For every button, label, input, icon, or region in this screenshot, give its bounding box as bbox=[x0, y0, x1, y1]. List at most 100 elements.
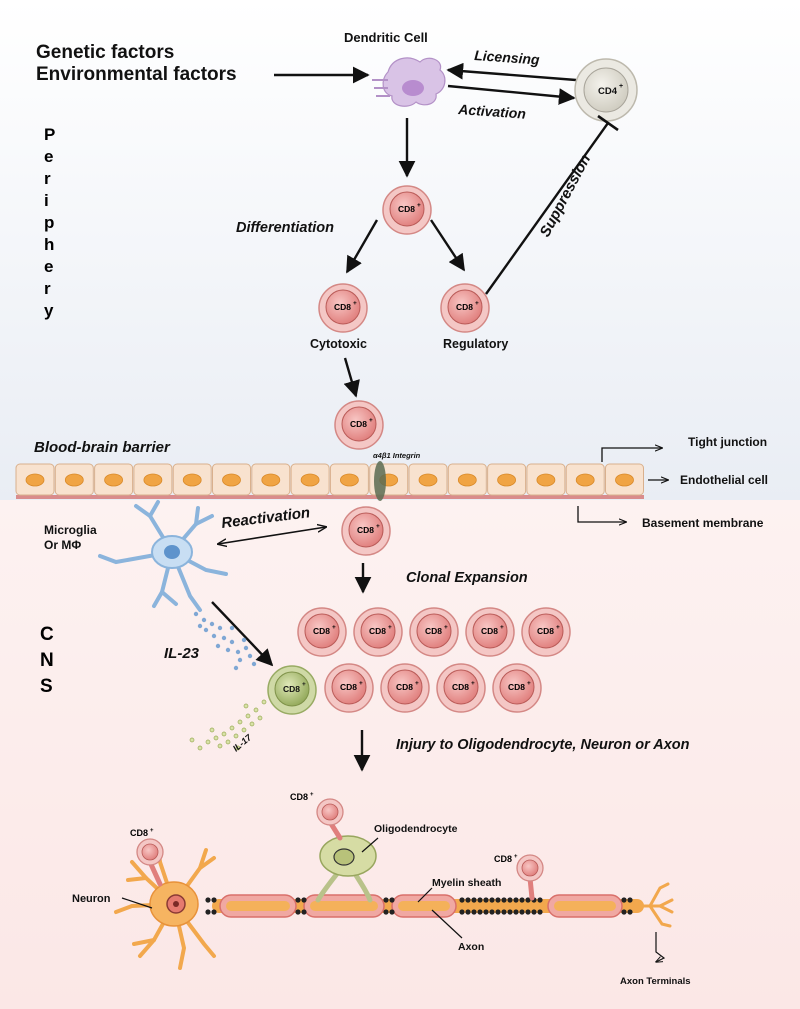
node-bead bbox=[295, 897, 301, 903]
genetic-factors-label: Genetic factors bbox=[36, 42, 174, 63]
endothelial-cell bbox=[487, 463, 527, 496]
cd4-label: CD4 bbox=[598, 86, 618, 97]
bbb-title: Blood-brain barrier bbox=[34, 439, 171, 456]
integrin-marker bbox=[374, 461, 386, 501]
cd8-sup: + bbox=[369, 417, 373, 424]
il23-dot bbox=[209, 621, 215, 627]
periphery-letter: y bbox=[44, 301, 54, 320]
il17-cd8-label: CD8 bbox=[283, 684, 300, 694]
activation-arrow bbox=[447, 84, 576, 105]
periphery-letter: p bbox=[44, 213, 54, 232]
node-bead bbox=[211, 909, 217, 915]
microglia-label-2: Or MΦ bbox=[44, 538, 81, 552]
il17-dot bbox=[253, 707, 259, 713]
node-bead bbox=[489, 909, 495, 915]
cd8-cell: CD8+ bbox=[318, 283, 368, 333]
il17-dot bbox=[213, 735, 219, 741]
oligodendrocyte-label: Oligodendrocyte bbox=[374, 823, 458, 835]
endothelial-cell bbox=[290, 463, 330, 496]
il17-dot bbox=[209, 727, 215, 733]
endothelial-cell bbox=[15, 463, 55, 496]
injury-label: Injury to Oligodendrocyte, Neuron or Axo… bbox=[396, 737, 690, 753]
myelin-sheaths bbox=[219, 894, 623, 918]
il17-dot bbox=[225, 739, 231, 745]
basement-membrane bbox=[16, 495, 644, 499]
node-bead bbox=[383, 909, 389, 915]
node-bead bbox=[507, 897, 513, 903]
node-bead bbox=[495, 897, 501, 903]
il17-dot bbox=[237, 719, 243, 725]
microglia-cell bbox=[98, 500, 228, 612]
axon-terminals-label: Axon Terminals bbox=[620, 976, 691, 987]
node-bead bbox=[489, 897, 495, 903]
cd8-sup: + bbox=[475, 300, 479, 307]
node-bead bbox=[295, 909, 301, 915]
node-bead bbox=[383, 897, 389, 903]
node-bead bbox=[537, 909, 543, 915]
node-bead bbox=[537, 897, 543, 903]
myelin-core bbox=[554, 901, 616, 911]
node-bead bbox=[389, 897, 395, 903]
attacking-cd8-sup: + bbox=[310, 792, 314, 798]
axon-label: Axon bbox=[458, 941, 484, 953]
attacking-cd8-cells: CD8+CD8+CD8+ bbox=[130, 792, 544, 901]
il17-dot bbox=[189, 737, 195, 743]
cd8-label: CD8 bbox=[350, 419, 367, 429]
il17-dot bbox=[245, 713, 251, 719]
cd8-label: CD8 bbox=[334, 302, 351, 312]
terminals-pointer bbox=[656, 932, 666, 962]
cd8-sup: + bbox=[556, 624, 560, 631]
cd8-label: CD8 bbox=[452, 682, 469, 692]
integrin-label: α4β1 Integrin bbox=[373, 451, 421, 460]
il17-dot bbox=[257, 715, 263, 721]
cd8-sup: + bbox=[388, 624, 392, 631]
node-bead bbox=[525, 909, 531, 915]
endothelial-cell bbox=[212, 463, 251, 496]
node-bead bbox=[513, 897, 519, 903]
il23-dot bbox=[217, 625, 223, 631]
myelin-pointer bbox=[417, 887, 433, 903]
node-bead bbox=[519, 897, 525, 903]
il23-dot bbox=[211, 633, 217, 639]
il17-cd8-sup: + bbox=[302, 681, 306, 688]
node-bead bbox=[501, 897, 507, 903]
periphery-letter: e bbox=[44, 257, 53, 276]
node-bead bbox=[301, 897, 307, 903]
il23-dot bbox=[251, 661, 257, 667]
endothelial-cell bbox=[133, 463, 173, 496]
cns-label: CNS bbox=[40, 624, 54, 697]
cd8-cell: CD8+ bbox=[334, 400, 384, 450]
periphery-letter: P bbox=[44, 125, 55, 144]
attacking-cd8-sup: + bbox=[514, 854, 518, 860]
cd8-cell: CD8+ bbox=[436, 663, 486, 713]
cd8-sup: + bbox=[500, 624, 504, 631]
cd8-sup: + bbox=[444, 624, 448, 631]
endothelial-cell bbox=[172, 463, 212, 496]
node-bead bbox=[477, 897, 483, 903]
attacking-cd8-label: CD8 bbox=[290, 792, 308, 802]
cd8-cell: CD8+ bbox=[409, 607, 459, 657]
microglia-label: Microglia bbox=[44, 523, 97, 537]
il23-dot bbox=[197, 623, 203, 629]
to-regulatory-arrow bbox=[429, 219, 466, 272]
cd8-cell: CD8+ bbox=[465, 607, 515, 657]
cns-letter: N bbox=[40, 650, 54, 671]
cd8-label: CD8 bbox=[456, 302, 473, 312]
node-bead bbox=[483, 897, 489, 903]
endothelial-label: Endothelial cell bbox=[680, 473, 768, 487]
il17-dot bbox=[243, 703, 249, 709]
cd8-label: CD8 bbox=[313, 626, 330, 636]
cd4-sup: + bbox=[619, 83, 623, 90]
endothelial-cell bbox=[54, 463, 94, 496]
cd8-label: CD8 bbox=[425, 626, 442, 636]
il17-dot bbox=[261, 699, 267, 705]
licensing-arrow bbox=[446, 62, 577, 82]
il23-dot bbox=[203, 627, 209, 633]
cns-letter: S bbox=[40, 676, 53, 697]
cd8-cell: CD8+ bbox=[324, 663, 374, 713]
cd8-label: CD8 bbox=[537, 626, 554, 636]
neuron-label: Neuron bbox=[72, 893, 111, 905]
basement-pointer bbox=[577, 506, 626, 522]
